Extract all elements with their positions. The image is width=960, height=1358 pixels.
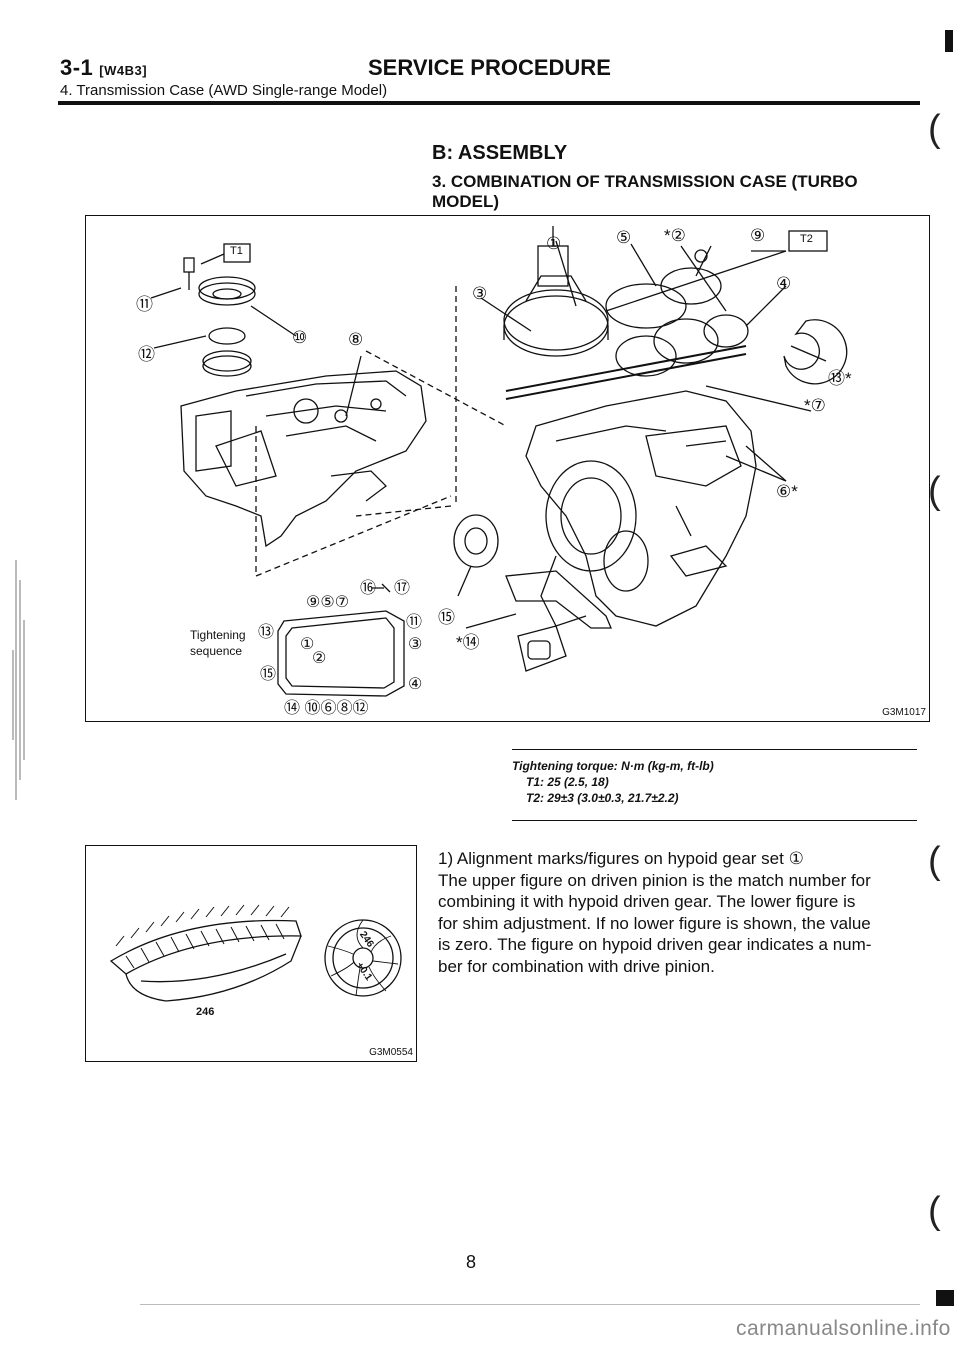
torque-t1: T1: 25 (2.5, 18) xyxy=(526,775,609,789)
scan-mark: ( xyxy=(928,470,941,512)
paragraph-line: 1) Alignment marks/figures on hypoid gea… xyxy=(438,849,804,868)
paragraph-line: is zero. The figure on hypoid driven gea… xyxy=(438,935,872,954)
procedure-paragraph: 1) Alignment marks/figures on hypoid gea… xyxy=(438,848,920,977)
callout-8: ⑧ xyxy=(348,330,364,349)
header-rule xyxy=(58,101,920,105)
callout-5: ⑤ xyxy=(616,228,632,247)
exploded-view-drawing xyxy=(150,226,848,697)
seq-11: ⑪ xyxy=(406,614,423,631)
callout-15: ⑮ xyxy=(438,608,455,627)
page-title: SERVICE PROCEDURE xyxy=(368,55,611,80)
seq-13: ⑬ xyxy=(258,624,275,641)
footer-watermark: carmanualsonline.info xyxy=(736,1317,951,1340)
seq-15: ⑮ xyxy=(260,666,277,683)
callout-14: *⑭ xyxy=(456,633,480,652)
gear-number: 246 xyxy=(196,1006,215,1018)
scan-noise xyxy=(12,560,25,800)
callout-7: *⑦ xyxy=(804,396,826,415)
callout-11: ⑪ xyxy=(136,295,153,314)
callout-t1: T1 xyxy=(230,245,243,257)
page-subtitle: 4. Transmission Case (AWD Single-range M… xyxy=(60,82,388,99)
sub-heading: 3. COMBINATION OF TRANSMISSION CASE (TUR… xyxy=(432,172,858,211)
seq-1: ① xyxy=(300,636,315,653)
corner-mark xyxy=(945,30,953,52)
seq-top: ⑨⑤⑦ xyxy=(306,594,350,611)
callout-2: *② xyxy=(664,226,686,245)
paragraph-line: for shim adjustment. If no lower figure … xyxy=(438,913,871,933)
tightening-label-2: sequence xyxy=(190,644,243,658)
seq-4: ④ xyxy=(408,676,423,693)
callout-3: ③ xyxy=(472,284,488,303)
scan-mark: ( xyxy=(928,1190,941,1232)
corner-mark xyxy=(936,1290,954,1306)
torque-heading: Tightening torque: N·m (kg-m, ft-lb) xyxy=(512,759,714,773)
section-code: [W4B3] xyxy=(99,63,148,78)
seq-2: ② xyxy=(312,650,327,667)
figure-id: G3M1017 xyxy=(882,707,926,718)
hypoid-gear-drawing xyxy=(109,904,402,1002)
tightening-label-1: Tightening xyxy=(190,628,246,642)
callout-6: ⑥* xyxy=(776,482,798,501)
paragraph-line: The upper figure on driven pinion is the… xyxy=(438,870,871,890)
callout-13: ⑬* xyxy=(828,369,852,388)
callout-1: ① xyxy=(546,234,562,253)
scan-mark: ( xyxy=(928,840,941,882)
paragraph-line: combining it with hypoid driven gear. Th… xyxy=(438,892,856,911)
callout-9: ⑨ xyxy=(750,226,766,245)
section-number: 3-1 [W4B3] xyxy=(60,55,147,81)
torque-spec: Tightening torque: N·m (kg-m, ft-lb) T1:… xyxy=(512,749,917,821)
figure-id-2: G3M0554 xyxy=(369,1047,413,1058)
figure-transmission-case: T1 T2 ⑪ ⑫ ⑩ ⑧ ① ⑤ *② ⑨ ③ ④ ⑬* *⑦ ⑥* ⑮ *⑭… xyxy=(85,215,930,722)
paragraph-line: ber for combination with drive pinion. xyxy=(438,956,715,976)
page-number: 8 xyxy=(466,1252,477,1272)
seq-3: ③ xyxy=(408,636,423,653)
torque-t2: T2: 29±3 (3.0±0.3, 21.7±2.2) xyxy=(526,791,679,805)
section-number-text: 3-1 xyxy=(60,55,94,80)
callout-t2: T2 xyxy=(800,233,813,245)
figure-hypoid-gear: 246 246 +0.1 G3M0554 xyxy=(85,845,417,1062)
callout-12: ⑫ xyxy=(138,345,155,364)
callout-4: ④ xyxy=(776,274,792,293)
seq-bottom: ⑭ ⑩⑥⑧⑫ xyxy=(284,700,369,717)
footer-rule xyxy=(140,1304,920,1305)
seq-16: ⑯ xyxy=(360,580,377,597)
seq-17: ⑰ xyxy=(394,580,411,597)
section-heading: B: ASSEMBLY xyxy=(432,142,568,164)
callout-10: ⑩ xyxy=(292,328,308,347)
scan-mark: ( xyxy=(928,108,941,150)
